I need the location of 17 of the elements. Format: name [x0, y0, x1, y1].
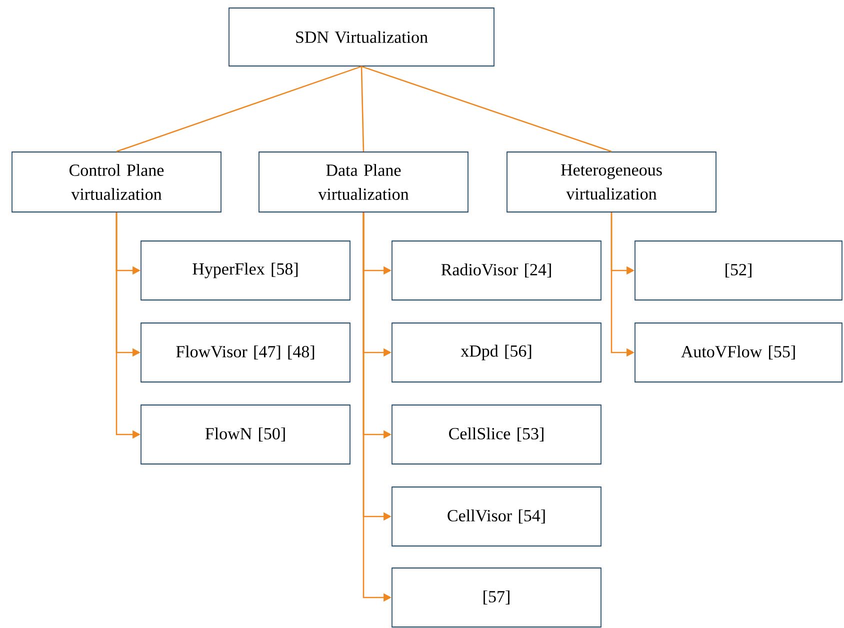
system-box: CellSlice [53] — [392, 404, 602, 464]
category-box: Heterogeneous virtualization — [506, 152, 716, 212]
system-box: [57] — [392, 568, 602, 628]
system-box: AutoVFlow [55] — [634, 322, 842, 382]
connector-line — [361, 66, 612, 152]
system-box: HyperFlex [58] — [140, 240, 350, 300]
connector-line — [360, 66, 364, 152]
category-box: Control Plane virtualization — [12, 152, 222, 212]
system-box: xDpd [56] — [392, 322, 602, 382]
system-box: FlowVisor [47] [48] — [140, 322, 350, 382]
system-box: RadioVisor [24] — [392, 240, 602, 300]
system-box: CellVisor [54] — [392, 486, 602, 546]
category-box: SDN Virtualization — [228, 8, 494, 66]
system-box: [52] — [634, 240, 842, 300]
category-box: Data Plane virtualization — [258, 152, 468, 212]
system-box: FlowN [50] — [140, 404, 350, 464]
connector-line — [116, 66, 362, 152]
